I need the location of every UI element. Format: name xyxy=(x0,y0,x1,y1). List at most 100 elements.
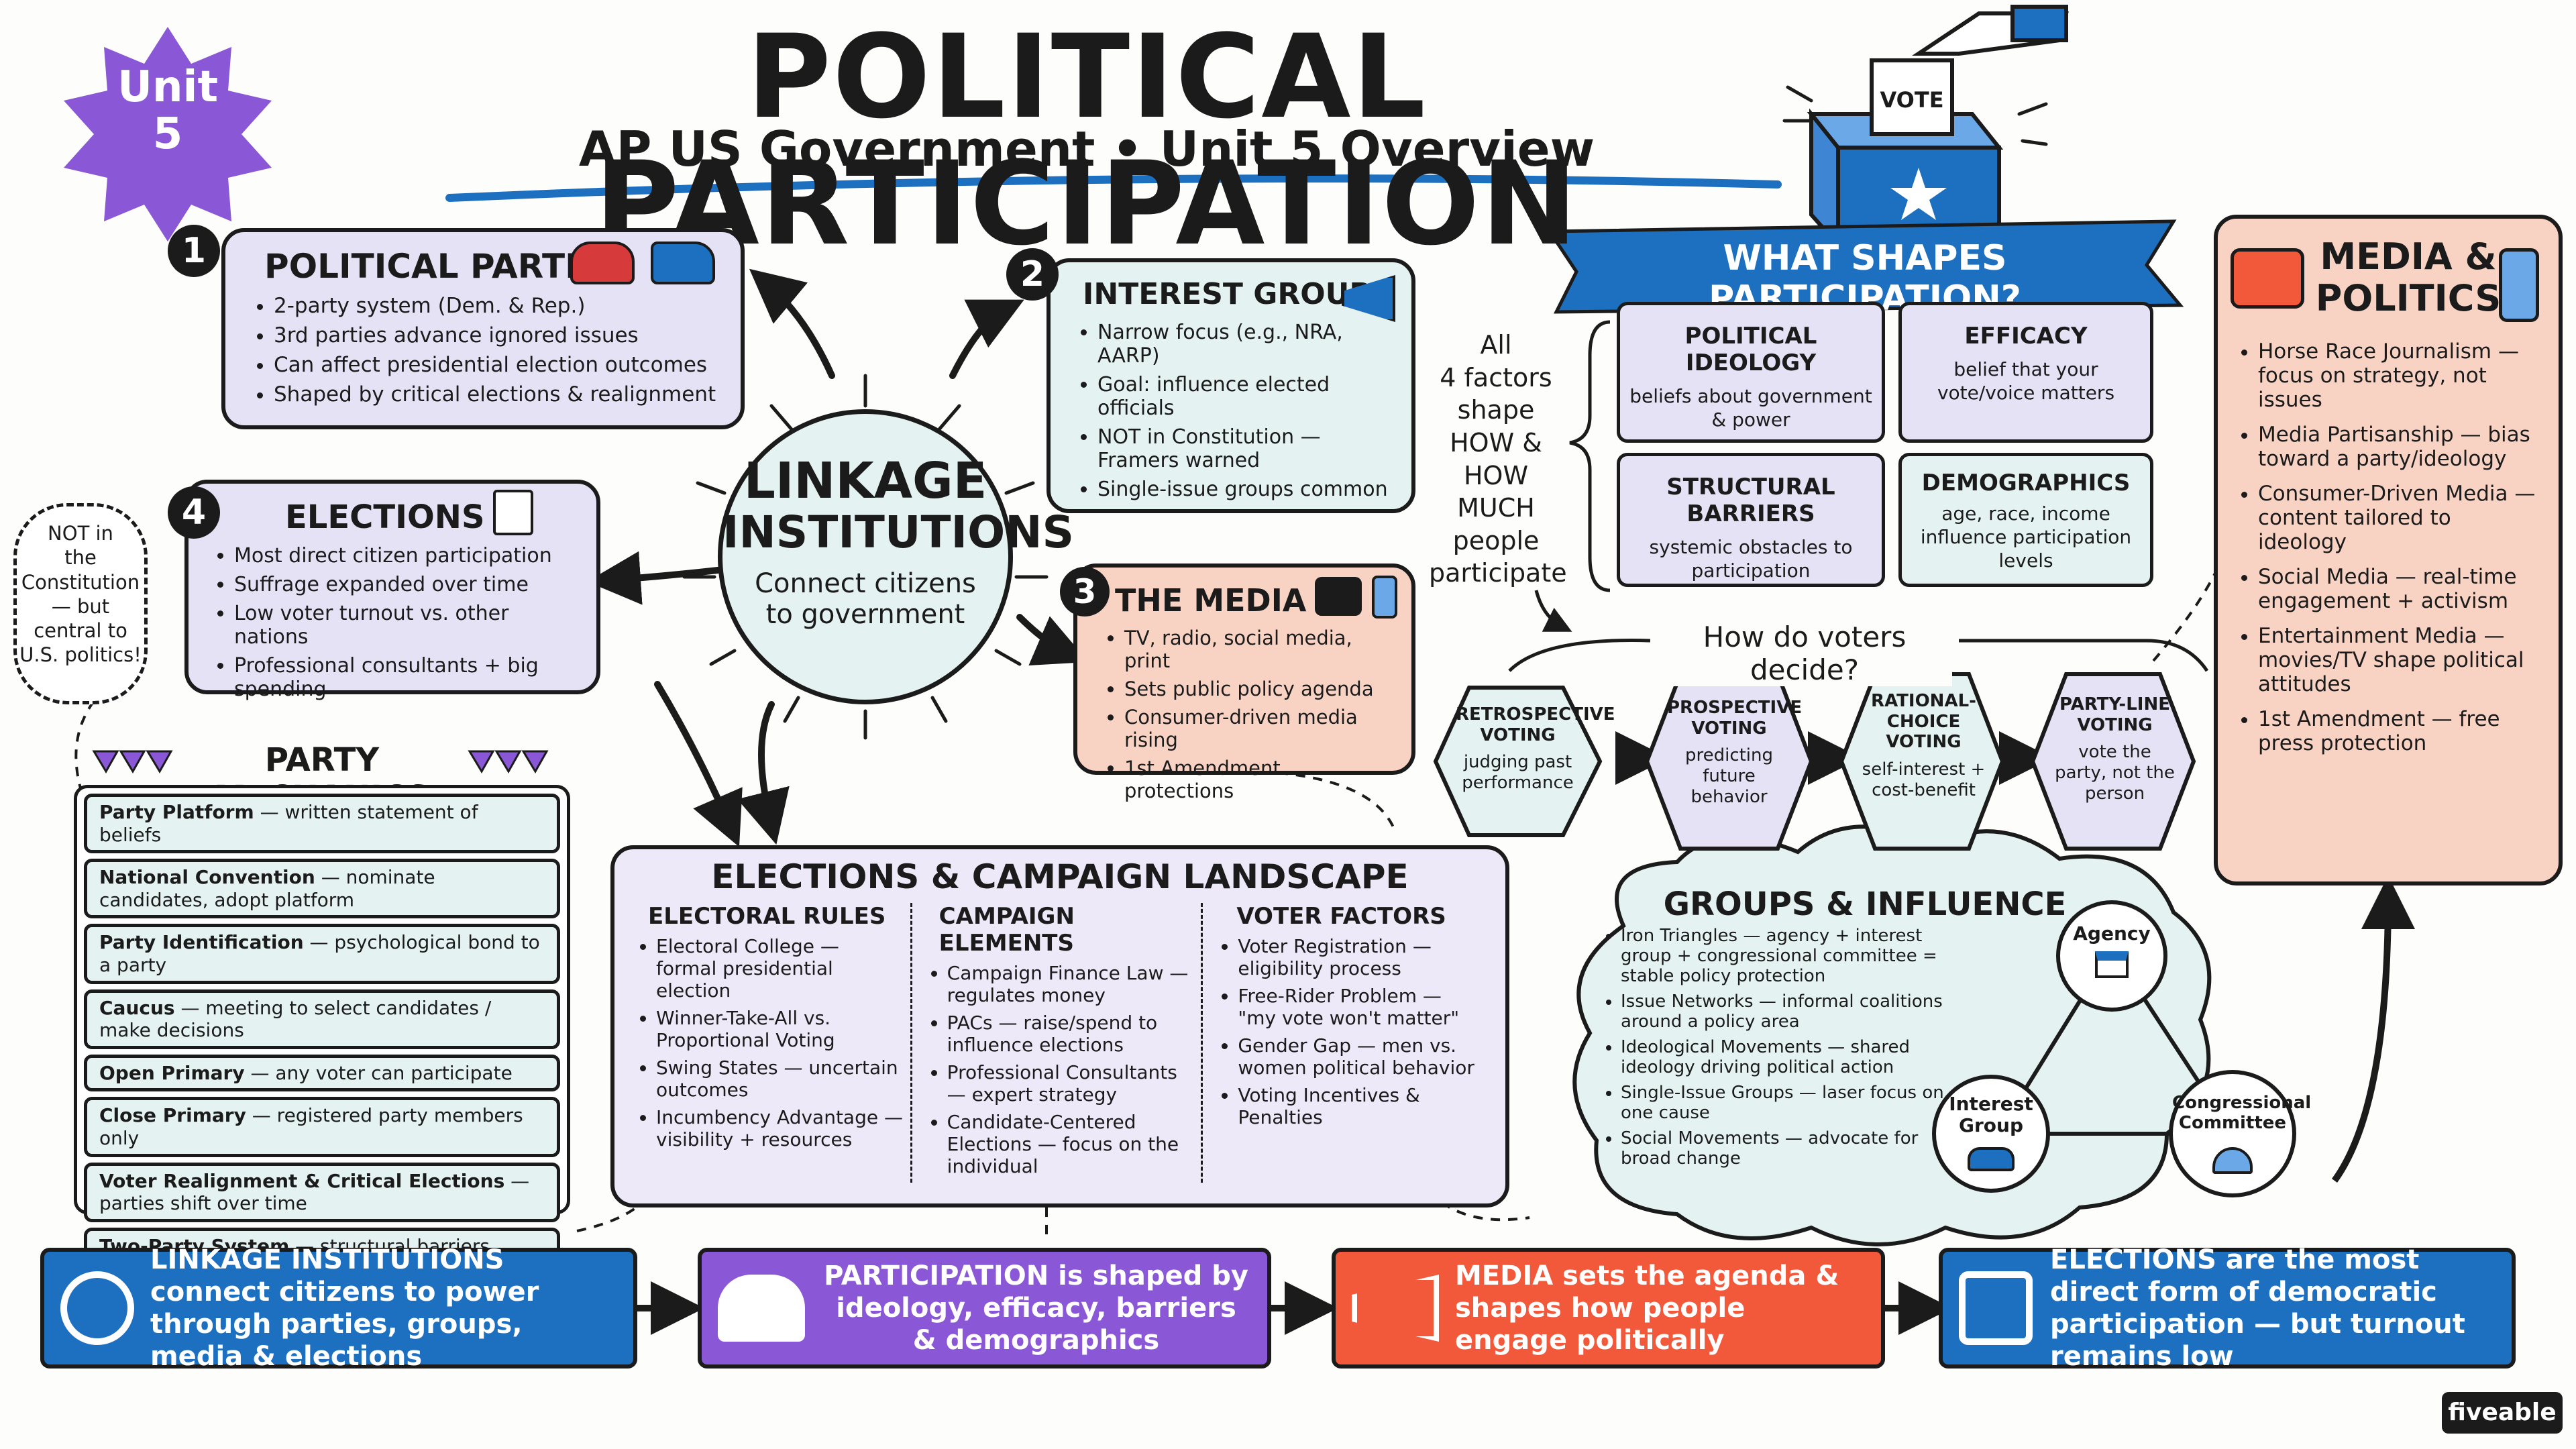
mechanics-term: National Convention xyxy=(99,866,315,889)
landscape-col-campaign: CAMPAIGN ELEMENTS Campaign Finance Law —… xyxy=(926,903,1203,1183)
groups-title: GROUPS & INFLUENCE xyxy=(1663,885,2067,923)
voters-question: How do voters decide? xyxy=(1657,621,1952,686)
node-line: Congressional xyxy=(2172,1093,2312,1113)
col-head: VOTER FACTORS xyxy=(1236,903,1446,930)
fiveable-logo: fiveable xyxy=(2442,1392,2563,1434)
center-title-2: INSTITUTIONS xyxy=(722,506,1074,559)
groups-item: Social Movements — advocate for broad ch… xyxy=(1621,1128,1952,1169)
summary-text: MEDIA sets the agenda & shapes how peopl… xyxy=(1455,1260,1839,1356)
summary-elections: ELECTIONS are the most direct form of de… xyxy=(1939,1244,2516,1372)
hex-label-retrospective: RETROSPECTIVE VOTING judging past perfor… xyxy=(1456,704,1615,794)
political-parties-card: POLITICAL PARTIES 2-party system (Dem. &… xyxy=(221,228,745,429)
group-people-icon xyxy=(718,1275,805,1342)
col-item: Free-Rider Problem — "my vote won't matt… xyxy=(1238,985,1485,1029)
shapes-card-body: systemic obstacles to participation xyxy=(1649,536,1853,582)
node-line: Interest xyxy=(1949,1093,2033,1115)
mechanics-def: — meeting to select candidates / make de… xyxy=(99,996,492,1042)
center-sub-2: to government xyxy=(765,598,965,630)
interest-item: NOT in Constitution — Framers warned xyxy=(1097,425,1394,472)
col-item: Electoral College — formal presidential … xyxy=(656,935,904,1002)
tv-icon xyxy=(1315,577,1362,616)
col-item: Swing States — uncertain outcomes xyxy=(656,1057,904,1101)
interest-item: Narrow focus (e.g., NRA, AARP) xyxy=(1097,321,1394,368)
mechanics-term: Party Identification xyxy=(99,931,304,954)
media-title: THE MEDIA xyxy=(1115,582,1307,619)
hex-body: predicting future behavior xyxy=(1684,745,1774,807)
col-item: Gender Gap — men vs. women political beh… xyxy=(1238,1034,1485,1079)
unit-badge-line1: Unit xyxy=(117,62,219,112)
parties-item: Shaped by critical elections & realignme… xyxy=(274,382,722,407)
shapes-card-ideology: POLITICAL IDEOLOGY beliefs about governm… xyxy=(1617,302,1885,443)
note-line: — but xyxy=(51,594,110,618)
note-line: central to xyxy=(34,619,127,642)
shapes-card-demographics: DEMOGRAPHICS age, race, income influence… xyxy=(1898,453,2153,587)
node-cc-circle xyxy=(2169,1070,2296,1197)
hex-title: PARTY-LINE VOTING xyxy=(2059,694,2170,735)
factors-line: HOW MUCH xyxy=(1457,460,1535,523)
unit-badge-line2: 5 xyxy=(152,109,183,160)
col-item: Professional Consultants — expert strate… xyxy=(947,1061,1195,1106)
hex-title: RATIONAL-CHOICE VOTING xyxy=(1871,691,1976,753)
shapes-card-barriers: STRUCTURAL BARRIERS systemic obstacles t… xyxy=(1617,453,1885,587)
landscape-col-rules: ELECTORAL RULES Electoral College — form… xyxy=(635,903,912,1183)
elections-item: Suffrage expanded over time xyxy=(234,573,580,596)
shapes-card-body: age, race, income influence participatio… xyxy=(1920,502,2132,572)
retro-tv-icon xyxy=(2231,248,2304,309)
groups-item: Single-Issue Groups — laser focus on one… xyxy=(1621,1083,1952,1123)
mechanics-item: Party Platform — written statement of be… xyxy=(84,794,560,854)
summary-text: PARTICIPATION is shaped by ideology, eff… xyxy=(824,1260,1248,1356)
elephant-icon xyxy=(570,241,635,284)
elections-item: Professional consultants + big spending xyxy=(234,654,580,701)
shapes-card-body: belief that your vote/voice matters xyxy=(1937,358,2115,404)
groups-list: Iron Triangles — agency + interest group… xyxy=(1603,926,1952,1174)
hex-title: PROSPECTIVE VOTING xyxy=(1667,698,1803,739)
mechanics-item: Party Identification — psychological bon… xyxy=(84,924,560,984)
interest-title: INTEREST GROUPS xyxy=(1083,277,1393,311)
ballot-label: VOTE xyxy=(1880,87,1944,113)
checkbox-icon xyxy=(1959,1271,2033,1345)
parties-item: 2-party system (Dem. & Rep.) xyxy=(274,294,722,318)
unit-badge: Unit 5 xyxy=(101,64,235,158)
hex-4 xyxy=(2030,672,2196,851)
parties-item: 3rd parties advance ignored issues xyxy=(274,323,722,347)
summary-participation: PARTICIPATION is shaped by ideology, eff… xyxy=(698,1248,1271,1368)
node-line: Group xyxy=(1958,1114,2023,1137)
title-underline xyxy=(445,174,1782,202)
factors-line: HOW & xyxy=(1450,427,1542,458)
factors-line: All xyxy=(1480,330,1512,360)
factors-note: All 4 factors shape HOW & HOW MUCH peopl… xyxy=(1429,329,1567,590)
mediapol-item: Social Media — real-time engagement + ac… xyxy=(2258,565,2541,613)
hex-body: vote the party, not the person xyxy=(2055,742,2175,804)
shapes-card-title: DEMOGRAPHICS xyxy=(1921,470,2131,496)
media-politics-card: MEDIA & POLITICS Horse Race Journalism —… xyxy=(2214,215,2563,885)
people-icon xyxy=(1968,1147,2015,1171)
pennants xyxy=(92,750,549,773)
col-item: Winner-Take-All vs. Proportional Voting xyxy=(656,1007,904,1051)
mediapol-title-1: MEDIA & xyxy=(2320,235,2497,278)
node-agency-label: Agency xyxy=(2073,922,2151,945)
mechanics-item: Close Primary — registered party members… xyxy=(84,1097,560,1157)
mediapol-item: Horse Race Journalism — focus on strateg… xyxy=(2258,339,2541,412)
col-item: PACs — raise/spend to influence election… xyxy=(947,1012,1195,1056)
mechanics-term: Party Platform xyxy=(99,801,254,823)
campaign-landscape-card: ELECTIONS & CAMPAIGN LANDSCAPE ELECTORAL… xyxy=(610,845,1509,1208)
mechanics-item: Caucus — meeting to select candidates / … xyxy=(84,989,560,1049)
mechanics-item: Voter Realignment & Critical Elections —… xyxy=(84,1162,560,1222)
groups-item: Ideological Movements — shared ideology … xyxy=(1621,1037,1952,1077)
groups-item: Issue Networks — informal coalitions aro… xyxy=(1621,991,1952,1032)
hex-body: self-interest + cost-benefit xyxy=(1862,759,1986,800)
smartphone-icon xyxy=(2499,248,2539,322)
center-title-1: LINKAGE xyxy=(743,452,987,510)
note-line: Constitution xyxy=(21,570,140,594)
factors-line: participate xyxy=(1429,558,1567,588)
mechanics-def: — parties shift over time xyxy=(99,1169,530,1215)
col-item: Incumbency Advantage — visibility + reso… xyxy=(656,1106,904,1150)
mechanics-def: — written statement of beliefs xyxy=(99,801,478,846)
mechanics-def: — any voter can participate xyxy=(250,1061,513,1084)
building-icon xyxy=(2095,951,2129,978)
not-in-constitution-note: NOT in the Constitution — but central to… xyxy=(13,503,148,704)
hex-body: judging past performance xyxy=(1462,752,1574,794)
col-item: Voter Registration — eligibility process xyxy=(1238,935,1485,979)
hex-title: RETROSPECTIVE VOTING xyxy=(1456,704,1615,745)
